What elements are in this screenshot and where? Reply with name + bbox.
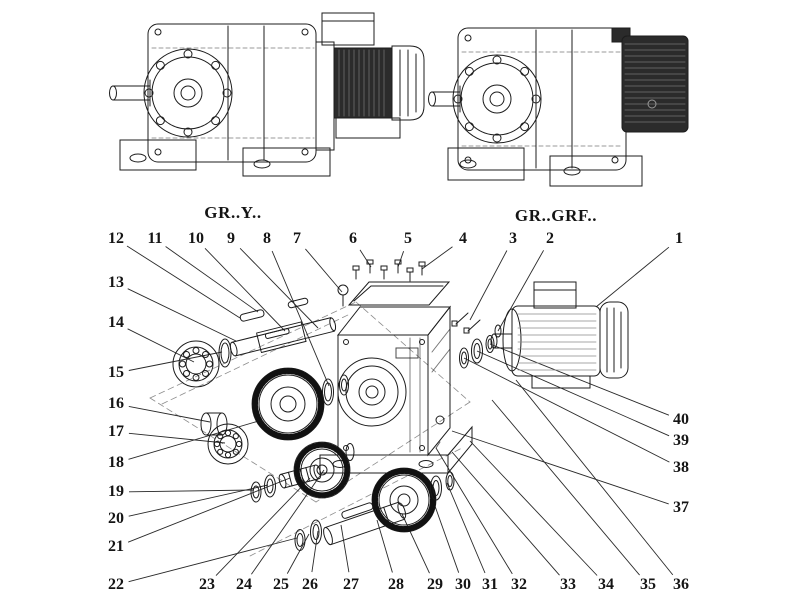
model-label-gr-y: GR..Y.. bbox=[204, 203, 262, 222]
housing-cover-and-bolts bbox=[337, 259, 451, 307]
gearbox-housing bbox=[319, 305, 473, 475]
motor bbox=[490, 281, 629, 389]
assembled-view-gr-y bbox=[109, 12, 425, 177]
output-shaft-assembly bbox=[294, 467, 455, 551]
assembled-view-gr-grf bbox=[428, 27, 689, 187]
intermediate-gear-assembly bbox=[250, 441, 355, 503]
input-shaft-assembly bbox=[172, 297, 349, 465]
leader-lines bbox=[126, 245, 674, 583]
exploded-view bbox=[149, 259, 629, 557]
motor-mounting-parts bbox=[451, 312, 502, 369]
model-label-gr-grf: GR..GRF.. bbox=[514, 206, 598, 225]
